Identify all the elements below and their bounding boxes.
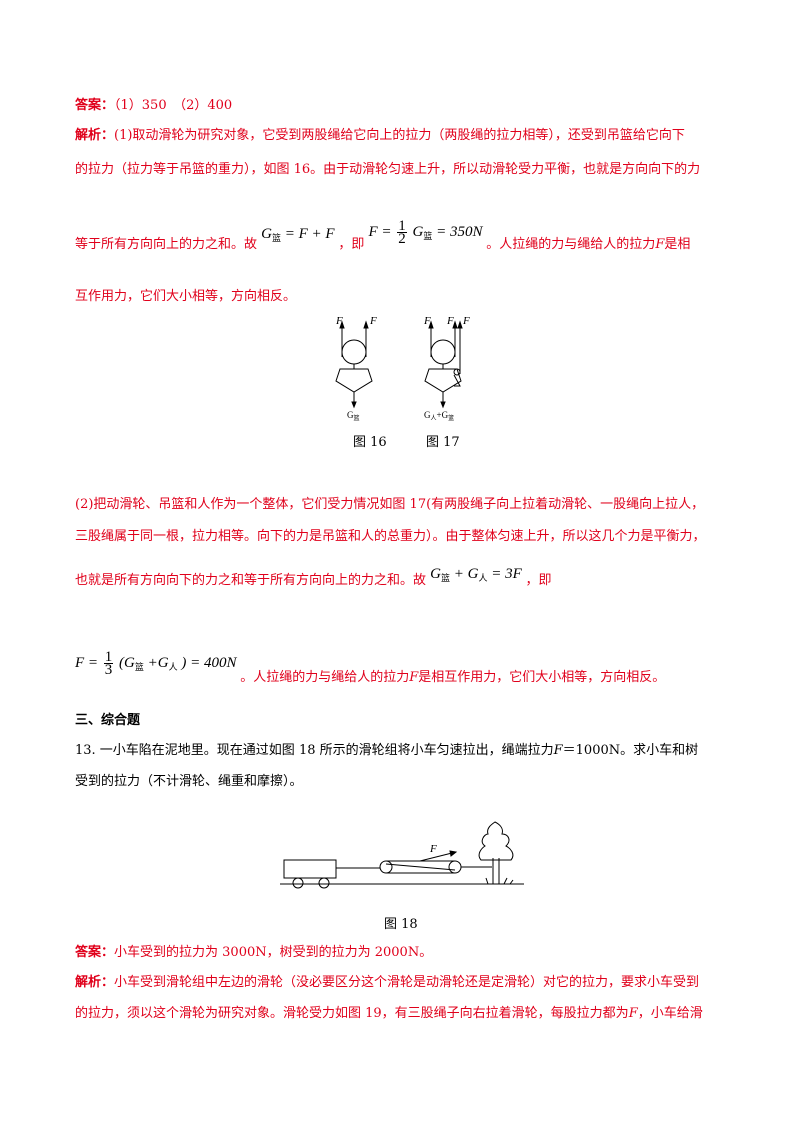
italic-f: F [553, 743, 563, 758]
fig18-caption: 图 18 [384, 917, 418, 932]
pulley-right [448, 860, 462, 874]
cart-wheel [292, 877, 304, 889]
text-segment: 是相互作用力，它们大小相等，方向相反。 [418, 669, 666, 685]
math-subscript: 人 [168, 661, 178, 672]
math-subscript: 篮 [441, 573, 451, 583]
fig17-label-f2: F [446, 315, 454, 327]
question-13-line-2: 受到的拉力（不计滑轮、绳重和摩擦）。 [75, 774, 303, 789]
analysis-13-line-2: 的拉力，须以这个滑轮为研究对象。滑轮受力如图 19，有三股绳子向右拉着滑轮，每股… [75, 1005, 703, 1023]
analysis-label: 解析： [75, 128, 115, 143]
math-symbol: G [430, 566, 441, 582]
math-expression: = 3F [491, 566, 522, 582]
answer-label: 答案： [75, 98, 115, 113]
fig18-label-f: F [429, 843, 437, 855]
math-expression: F = [368, 223, 392, 240]
math-expression: + G [453, 566, 479, 582]
figure-18-diagram: F [280, 821, 524, 889]
math-expression: (G [119, 654, 135, 671]
fig17-label-f1: F [423, 315, 431, 327]
figure-16-diagram [335, 320, 373, 409]
analysis-2-line-1: (2)把动滑轮、吊篮和人作为一个整体，它们受力情况如图 17(有两股绳子向上拉着… [75, 497, 705, 512]
text-segment: ＝1000N。求小车和树 [562, 743, 699, 758]
math-expression: = 350N [436, 223, 483, 240]
numerator: 1 [397, 218, 407, 234]
numerator: 1 [103, 649, 114, 665]
pulley-left [379, 860, 393, 874]
fig16-label-g: G篮 [347, 410, 360, 422]
math-subscript: 人 [478, 573, 488, 583]
math-subscript: 篮 [134, 661, 144, 672]
italic-f: F [655, 236, 665, 252]
fig17-label-g: G人+G篮 [424, 410, 454, 422]
question-13-line-1: 13. 一小车陷在泥地里。现在通过如图 18 所示的滑轮组将小车匀速拉出，绳端拉… [75, 742, 698, 760]
analysis-1-line-1: 解析：(1)取动滑轮为研究对象，它受到两股绳给它向上的拉力（两股绳的拉力相等），… [75, 127, 685, 145]
italic-f: F [628, 1006, 638, 1021]
analysis-label: 解析： [75, 975, 115, 990]
math-subscript: 篮 [272, 232, 282, 243]
fig16-label-f-left: F [335, 315, 343, 327]
fig16-caption: 图 16 [353, 435, 387, 450]
cart-wheel [318, 877, 330, 889]
text-segment: 。人拉绳的力与绳给人的拉力 [240, 669, 410, 685]
figure-17-diagram [424, 320, 463, 409]
analysis-text: (1)取动滑轮为研究对象，它受到两股绳给它向上的拉力（两股绳的拉力相等），还受到… [114, 128, 685, 143]
answer-text: 小车受到的拉力为 3000N，树受到的拉力为 2000N。 [114, 945, 433, 960]
text-segment: 等于所有方向向上的力之和。故 [75, 236, 258, 252]
analysis-1-line-2: 的拉力（拉力等于吊篮的重力），如图 16。由于动滑轮匀速上升，所以动滑轮受力平衡… [75, 162, 701, 177]
equation-g-basket: G篮 = F + F [261, 225, 338, 243]
math-subscript: 篮 [423, 230, 433, 241]
section-title: 三、综合题 [75, 713, 141, 728]
math-expression: F = [75, 654, 99, 671]
math-expression: = F + F [284, 225, 335, 242]
answer-13: 答案：小车受到的拉力为 3000N，树受到的拉力为 2000N。 [75, 944, 432, 962]
text-segment: 13. 一小车陷在泥地里。现在通过如图 18 所示的滑轮组将小车匀速拉出，绳端拉… [75, 743, 554, 758]
fig16-label-f-right: F [369, 315, 377, 327]
analysis-text: 小车受到滑轮组中左边的滑轮（没必要区分这个滑轮是动滑轮还是定滑轮）对它的拉力，要… [114, 975, 700, 990]
analysis-1-line-4: 互作用力，它们大小相等，方向相反。 [75, 289, 297, 304]
math-symbol: G [261, 225, 272, 242]
denominator: 2 [398, 231, 406, 247]
tree-crown [478, 821, 514, 861]
answer-1: 答案：（1）350 （2）400 [75, 97, 232, 115]
cart-body [283, 859, 337, 879]
analysis-2-line-2: 三股绳属于同一根，拉力相等。向下的力是吊篮和人的总重力）。由于整体匀速上升，所以… [75, 529, 706, 544]
answer-text: （1）350 （2）400 [114, 98, 233, 113]
analysis-2-line-3: 也就是所有方向向下的力之和等于所有方向向上的力之和。故 G篮 + G人 = 3F… [75, 566, 552, 593]
text-segment: 的拉力，须以这个滑轮为研究对象。滑轮受力如图 19，有三股绳子向右拉着滑轮，每股… [75, 1006, 629, 1021]
fig17-caption: 图 17 [426, 435, 460, 450]
equation-balance: G篮 + G人 = 3F [430, 566, 525, 583]
math-symbol: G [412, 223, 424, 240]
tree-roots [485, 877, 514, 885]
text-segment: 。人拉绳的力与绳给人的拉力 [486, 236, 656, 252]
analysis-13-line-1: 解析：小车受到滑轮组中左边的滑轮（没必要区分这个滑轮是动滑轮还是定滑轮）对它的拉… [75, 974, 699, 992]
text-segment: 也就是所有方向向下的力之和等于所有方向向上的力之和。故 [75, 573, 427, 588]
text-segment: ，即 [525, 573, 552, 588]
text-segment: ，小车给滑 [637, 1006, 703, 1021]
italic-f: F [409, 669, 419, 685]
tree-trunk [492, 858, 500, 884]
answer-label: 答案： [75, 945, 115, 960]
denominator: 3 [104, 662, 113, 678]
math-expression: +G [147, 654, 169, 671]
figures-16-17: F F G篮 F F F G人+G篮 [335, 315, 470, 422]
fig17-label-f3: F [462, 315, 470, 327]
text-segment: 是相 [664, 236, 691, 252]
text-segment: ，即 [338, 236, 365, 252]
math-expression: ) = 400N [181, 654, 237, 671]
